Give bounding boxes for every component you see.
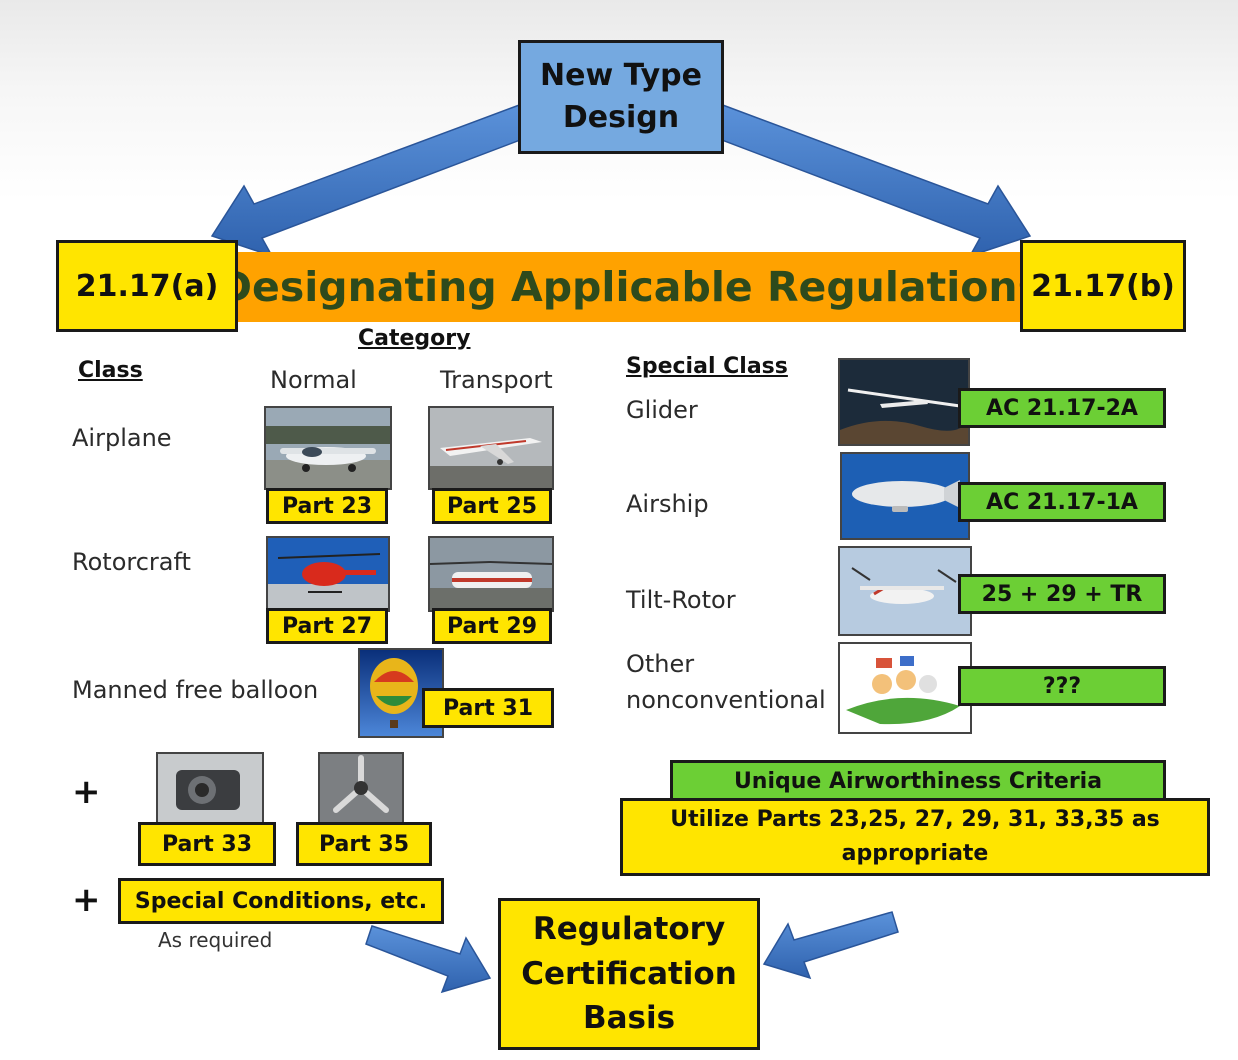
class-heading: Class [78,358,143,383]
airship-label: Airship [626,490,709,518]
arrow-to-21-17b [704,103,1032,258]
transport-label: Transport [440,366,553,394]
as-required-note: As required [158,928,273,952]
ac-21-17-1a-box: AC 21.17-1A [958,482,1166,522]
tiltrotor-rule-box: 25 + 29 + TR [958,574,1166,614]
glider-label: Glider [626,396,698,424]
section-21-17a-label: 21.17(a) [75,268,219,304]
unique-airworthiness-box: Unique Airworthiness Criteria [670,760,1166,802]
balloon-label: Manned free balloon [72,676,319,704]
part-29-chinook-photo [428,536,554,612]
part-31-balloon-photo [358,648,444,738]
ac-21-17-2a-label: AC 21.17-2A [986,395,1138,421]
arrow-left-to-basis [365,925,492,994]
part-23-label: Part 23 [281,493,373,519]
part-33-label: Part 33 [161,831,253,857]
glider-photo [838,358,970,446]
special-class-heading: Special Class [626,354,788,379]
part-29-box: Part 29 [432,608,552,644]
utilize-parts-box: Utilize Parts 23,25, 27, 29, 31, 33,35 a… [620,798,1210,876]
rotorcraft-label: Rotorcraft [72,548,191,576]
nonconventional-cartoon-photo [838,642,972,734]
new-type-design-line1: New Type [540,58,702,93]
part-35-label: Part 35 [318,831,410,857]
part-25-box: Part 25 [432,488,552,524]
part-27-box: Part 27 [266,608,388,644]
certification-basis-line3: Basis [582,1000,676,1037]
category-heading: Category [358,326,471,351]
part-35-propeller-photo [318,752,404,824]
tiltrotor-rule-label: 25 + 29 + TR [981,581,1143,607]
part-27-helicopter-photo [266,536,390,612]
new-type-design-box: New Type Design [518,40,724,154]
utilize-parts-line2: appropriate [841,841,989,866]
ac-21-17-1a-label: AC 21.17-1A [986,489,1138,515]
special-conditions-label: Special Conditions, etc. [134,888,428,914]
unique-airworthiness-label: Unique Airworthiness Criteria [733,768,1103,794]
normal-label: Normal [270,366,357,394]
other-label-line2: nonconventional [626,686,826,714]
part-25-label: Part 25 [446,493,538,519]
section-21-17b-box: 21.17(b) [1020,240,1186,332]
new-type-design-line2: Design [562,100,680,135]
other-rule-label: ??? [1042,673,1082,699]
section-21-17a-box: 21.17(a) [56,240,238,332]
tiltrotor-label: Tilt-Rotor [626,586,736,614]
part-33-box: Part 33 [138,822,276,866]
arrow-right-to-basis [762,911,899,980]
plus-sign-1: + [72,772,101,812]
section-21-17b-label: 21.17(b) [1031,268,1175,304]
arrow-to-21-17a [210,103,538,258]
certification-basis-line2: Certification [521,955,737,992]
utilize-parts-line1: Utilize Parts 23,25, 27, 29, 31, 33,35 a… [670,806,1160,832]
plus-sign-2: + [72,880,101,920]
other-label-line1: Other [626,650,695,678]
airship-photo [840,452,970,540]
ac-21-17-2a-box: AC 21.17-2A [958,388,1166,428]
other-rule-box: ??? [958,666,1166,706]
part-29-label: Part 29 [446,613,538,639]
tiltrotor-photo [838,546,972,636]
part-31-box: Part 31 [422,688,554,728]
part-23-airplane-photo [264,406,392,490]
special-conditions-box: Special Conditions, etc. [118,878,444,924]
certification-basis-line1: Regulatory [532,910,726,947]
banner-bar: Designating Applicable Regulations [218,252,1042,322]
part-35-box: Part 35 [296,822,432,866]
part-31-label: Part 31 [442,695,534,721]
banner-title: Designating Applicable Regulations [218,263,1043,311]
part-27-label: Part 27 [281,613,373,639]
part-33-engine-photo [156,752,264,824]
part-23-box: Part 23 [266,488,388,524]
part-25-jet-photo [428,406,554,490]
certification-basis-box: Regulatory Certification Basis [498,898,760,1050]
airplane-label: Airplane [72,424,172,452]
